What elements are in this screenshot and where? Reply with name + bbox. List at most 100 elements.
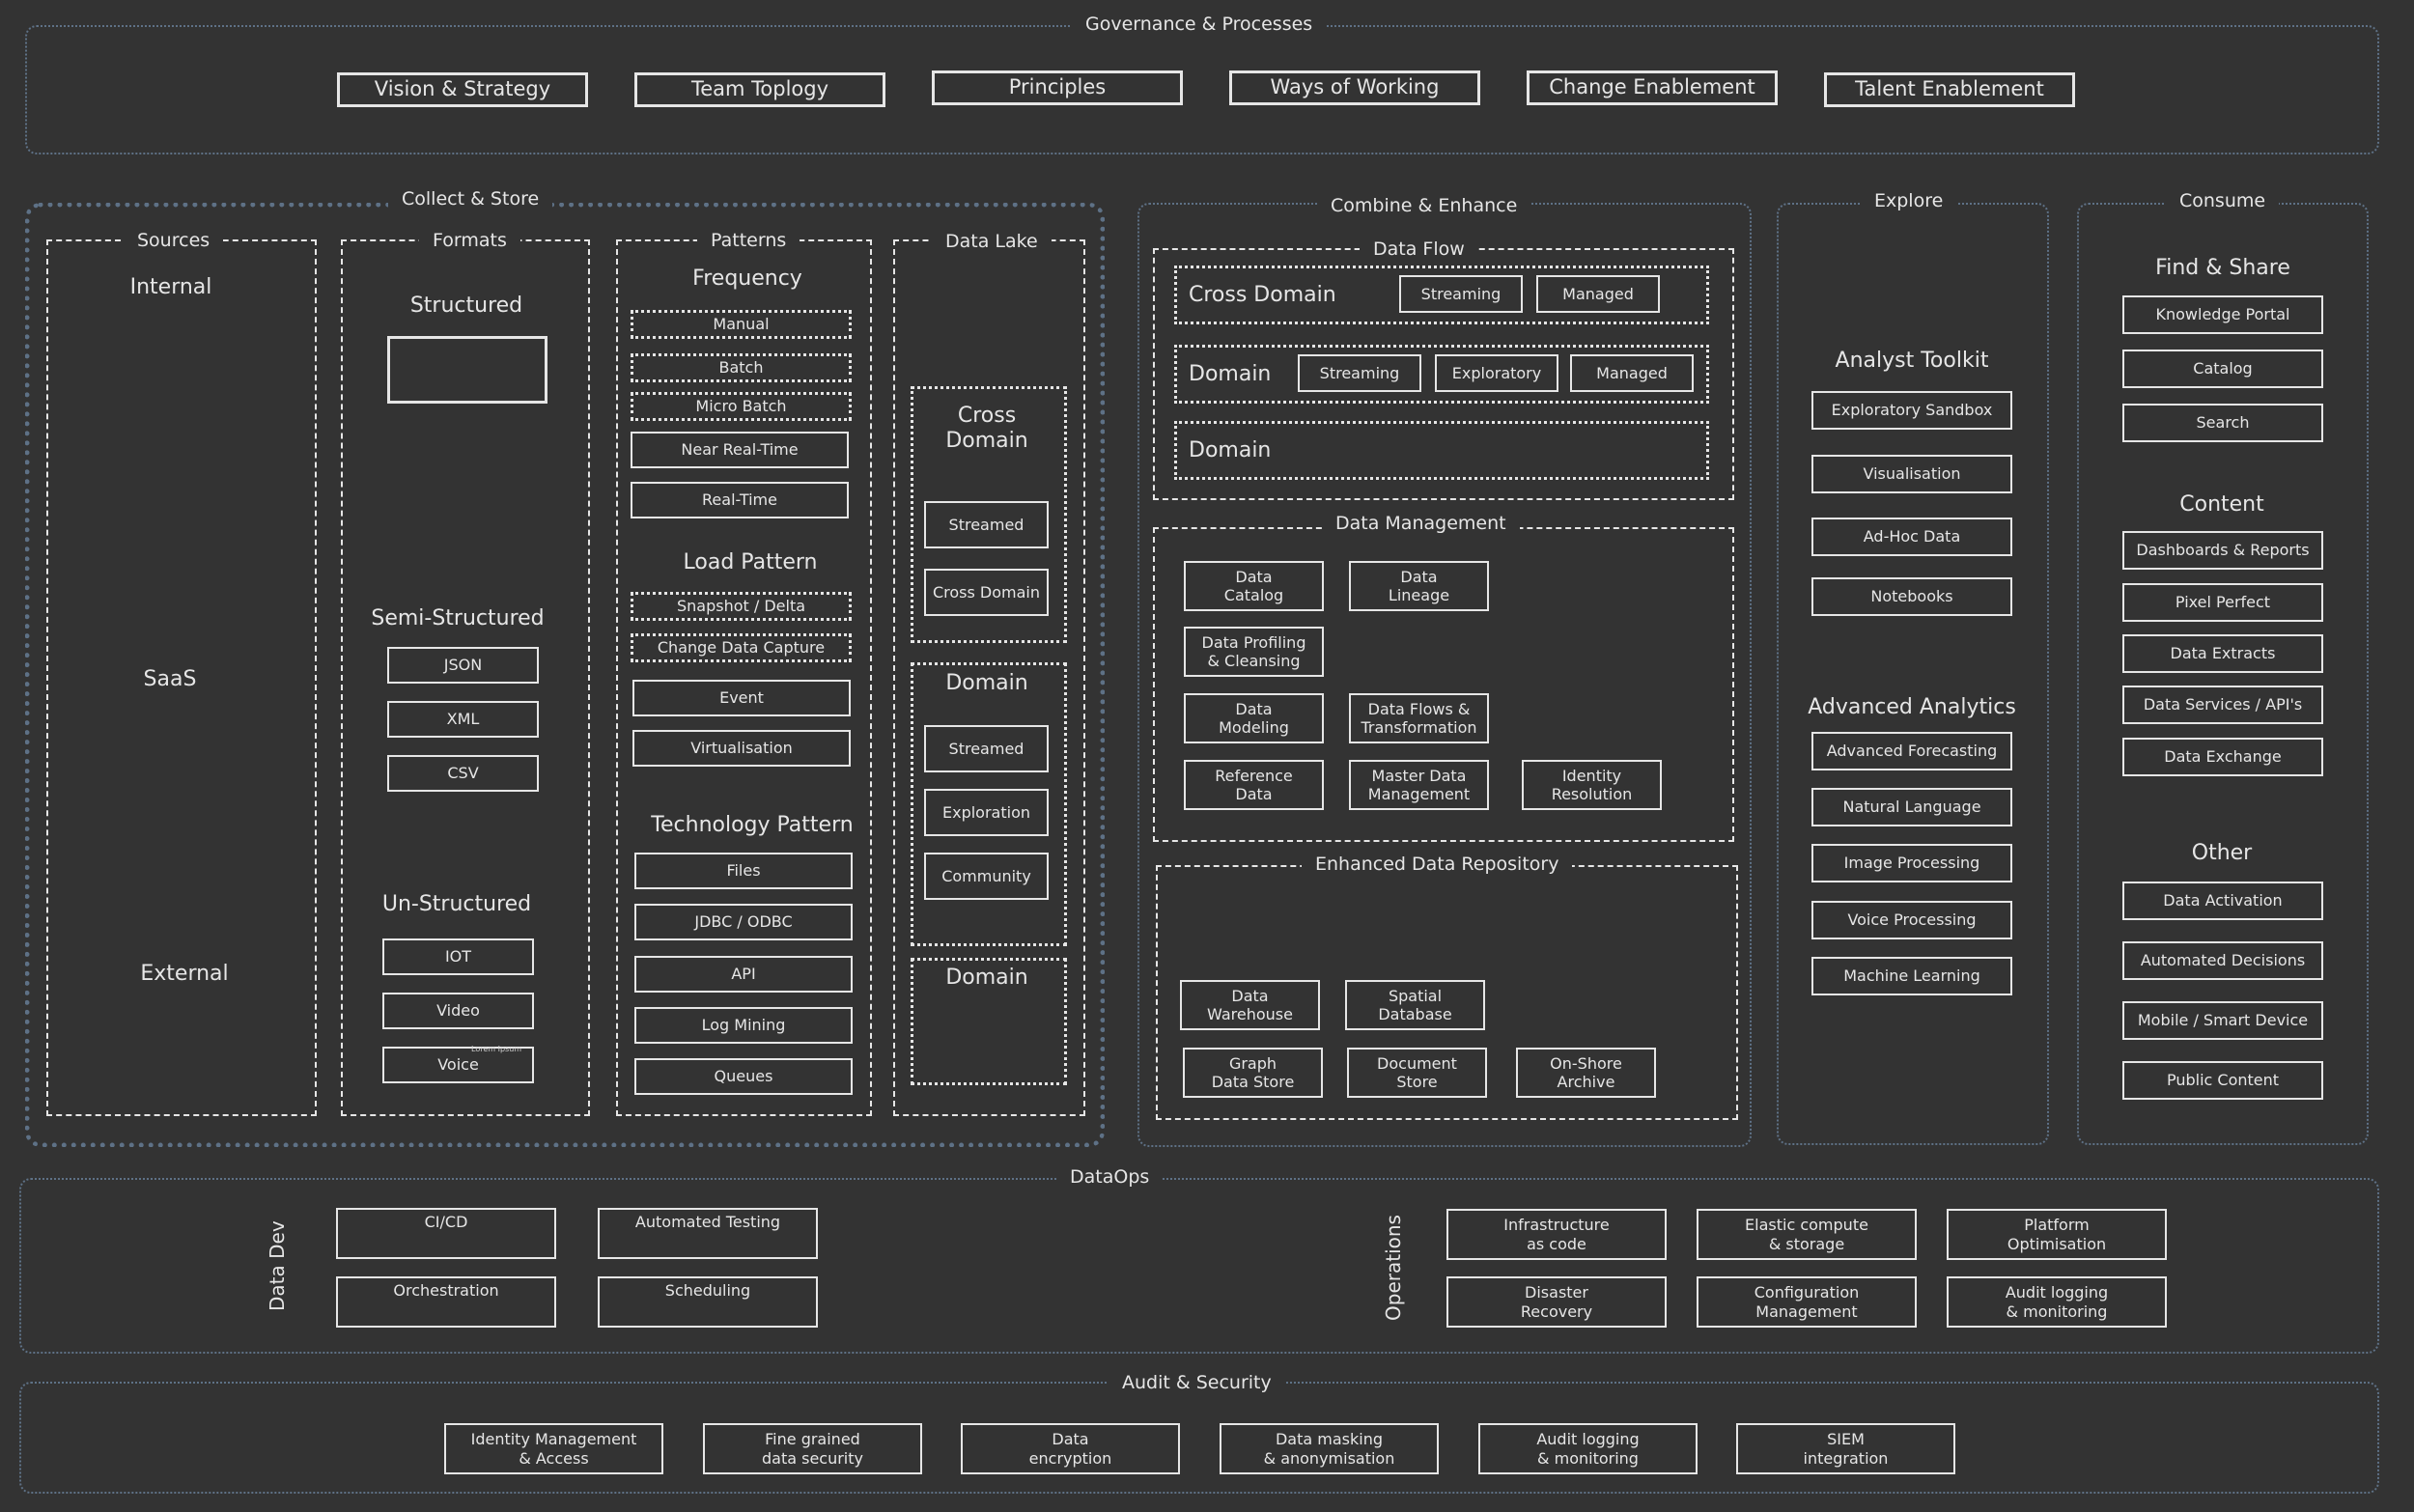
advanced-machine-learning[interactable]: Machine Learning [1811,957,2012,995]
advanced-forecasting[interactable]: Advanced Forecasting [1811,732,2012,770]
consume-other-label: Other [2191,841,2253,865]
governance-item-change-enablement[interactable]: Change Enablement [1527,70,1778,105]
audit-data-encryption[interactable]: Data encryption [961,1423,1180,1474]
repo-document-store[interactable]: Document Store [1347,1048,1487,1098]
governance-item-ways-of-working[interactable]: Ways of Working [1229,70,1480,105]
advanced-voice-processing[interactable]: Voice Processing [1811,901,2012,939]
governance-item-vision[interactable]: Vision & Strategy [337,72,588,107]
content-data-services[interactable]: Data Services / API's [2122,686,2323,724]
frequency-micro-batch[interactable]: Micro Batch [631,392,852,421]
tech-jdbc-odbc[interactable]: JDBC / ODBC [634,904,853,940]
toolkit-visualisation[interactable]: Visualisation [1811,455,2012,493]
mgmt-data-profiling[interactable]: Data Profiling & Cleansing [1184,627,1324,677]
lake-domain-exploration[interactable]: Exploration [924,789,1049,836]
lake-domain-streamed[interactable]: Streamed [924,725,1049,772]
find-knowledge-portal[interactable]: Knowledge Portal [2122,295,2323,334]
lake-cross-domain-title: Cross Domain [945,404,1028,454]
explore-section [1777,203,2049,1145]
mgmt-data-flows[interactable]: Data Flows & Transformation [1349,693,1489,743]
lake-domain2-zone [911,958,1067,1085]
content-data-extracts[interactable]: Data Extracts [2122,634,2323,673]
audit-siem-integration[interactable]: SIEM integration [1736,1423,1955,1474]
advanced-natural-language[interactable]: Natural Language [1811,788,2012,826]
dev-scheduling[interactable]: Scheduling [598,1276,818,1328]
audit-logging-monitoring[interactable]: Audit logging & monitoring [1478,1423,1698,1474]
content-data-exchange[interactable]: Data Exchange [2122,738,2323,776]
governance-item-principles[interactable]: Principles [932,70,1183,105]
tiny-note: Lorem Ipsum [471,1045,522,1053]
data-flow-title: Data Flow [1360,240,1478,259]
audit-fine-grained-security[interactable]: Fine grained data security [703,1423,922,1474]
format-iot[interactable]: IOT [382,938,534,975]
repo-data-warehouse[interactable]: Data Warehouse [1180,980,1320,1030]
dev-orchestration[interactable]: Orchestration [336,1276,556,1328]
content-dashboards-reports[interactable]: Dashboards & Reports [2122,531,2323,570]
other-public-content[interactable]: Public Content [2122,1061,2323,1100]
mgmt-reference-data[interactable]: Reference Data [1184,760,1324,810]
patterns-tech-label: Technology Pattern [651,813,854,837]
flow-cross-managed[interactable]: Managed [1536,275,1660,313]
format-json[interactable]: JSON [387,647,539,684]
load-snapshot-delta[interactable]: Snapshot / Delta [631,592,852,621]
other-data-activation[interactable]: Data Activation [2122,882,2323,920]
flow-domain-managed[interactable]: Managed [1570,354,1694,392]
mgmt-data-lineage[interactable]: Data Lineage [1349,561,1489,611]
flow-domain-streaming[interactable]: Streaming [1298,354,1421,392]
mgmt-master-data[interactable]: Master Data Management [1349,760,1489,810]
content-pixel-perfect[interactable]: Pixel Perfect [2122,583,2323,622]
frequency-real-time[interactable]: Real-Time [631,482,849,518]
patterns-frequency-label: Frequency [692,266,802,291]
frequency-manual[interactable]: Manual [631,310,852,339]
tech-api[interactable]: API [634,956,853,993]
governance-item-team-topology[interactable]: Team Toplogy [634,72,885,107]
repo-onshore-archive[interactable]: On-Shore Archive [1516,1048,1656,1098]
find-search[interactable]: Search [2122,404,2323,442]
repo-spatial-database[interactable]: Spatial Database [1345,980,1485,1030]
frequency-near-real-time[interactable]: Near Real-Time [631,432,849,468]
sources-title: Sources [124,232,224,250]
lake-cross-cross-domain[interactable]: Cross Domain [924,569,1049,616]
load-event[interactable]: Event [632,680,851,716]
ops-audit-logging[interactable]: Audit logging & monitoring [1947,1276,2167,1328]
tech-log-mining[interactable]: Log Mining [634,1007,853,1044]
audit-data-masking[interactable]: Data masking & anonymisation [1220,1423,1439,1474]
tech-queues[interactable]: Queues [634,1058,853,1095]
other-automated-decisions[interactable]: Automated Decisions [2122,941,2323,980]
explore-title: Explore [1861,192,1957,210]
toolkit-notebooks[interactable]: Notebooks [1811,577,2012,616]
ops-disaster-recovery[interactable]: Disaster Recovery [1446,1276,1667,1328]
advanced-image-processing[interactable]: Image Processing [1811,844,2012,882]
format-voice[interactable]: Voice [382,1047,534,1083]
lake-domain-community[interactable]: Community [924,853,1049,900]
mgmt-data-catalog[interactable]: Data Catalog [1184,561,1324,611]
lake-cross-streamed[interactable]: Streamed [924,501,1049,548]
mgmt-identity-resolution[interactable]: Identity Resolution [1522,760,1662,810]
flow-row-cross-domain [1174,266,1709,324]
ops-platform-optimisation[interactable]: Platform Optimisation [1947,1209,2167,1260]
format-csv[interactable]: CSV [387,755,539,792]
ops-elastic-compute[interactable]: Elastic compute & storage [1697,1209,1917,1260]
toolkit-ad-hoc-data[interactable]: Ad-Hoc Data [1811,518,2012,556]
load-virtualisation[interactable]: Virtualisation [632,730,851,767]
flow-domain-exploratory[interactable]: Exploratory [1435,354,1558,392]
data-management-title: Data Management [1322,515,1520,533]
dataops-title: DataOps [1056,1168,1164,1187]
tech-files[interactable]: Files [634,853,853,889]
mgmt-data-modeling[interactable]: Data Modeling [1184,693,1324,743]
dev-automated-testing[interactable]: Automated Testing [598,1208,818,1259]
ops-infrastructure-as-code[interactable]: Infrastructure as code [1446,1209,1667,1260]
audit-identity-management[interactable]: Identity Management & Access [444,1423,663,1474]
ops-configuration-management[interactable]: Configuration Management [1697,1276,1917,1328]
repo-graph-data-store[interactable]: Graph Data Store [1183,1048,1323,1098]
other-mobile-smart-device[interactable]: Mobile / Smart Device [2122,1001,2323,1040]
frequency-batch[interactable]: Batch [631,353,852,382]
operations-label: Operations [1382,1215,1405,1321]
dev-ci-cd[interactable]: CI/CD [336,1208,556,1259]
find-catalog[interactable]: Catalog [2122,350,2323,388]
format-xml[interactable]: XML [387,701,539,738]
load-change-data-capture[interactable]: Change Data Capture [631,633,852,662]
flow-cross-streaming[interactable]: Streaming [1399,275,1523,313]
toolkit-exploratory-sandbox[interactable]: Exploratory Sandbox [1811,391,2012,430]
format-video[interactable]: Video [382,993,534,1029]
governance-item-talent-enablement[interactable]: Talent Enablement [1824,72,2075,107]
